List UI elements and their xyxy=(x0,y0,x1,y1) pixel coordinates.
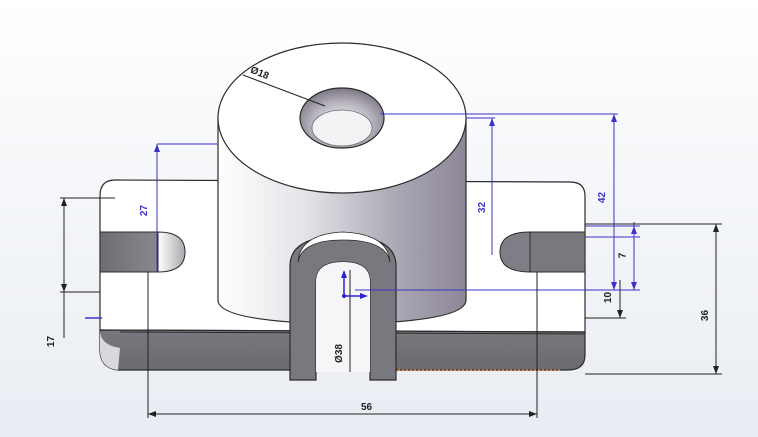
dim-slot-width[interactable]: 7 xyxy=(617,252,629,259)
dim-boss-height[interactable]: 32 xyxy=(477,201,489,214)
dimension-lines xyxy=(156,113,640,291)
dimension-lines-black xyxy=(60,74,722,418)
dimension-arrows xyxy=(154,114,637,290)
right-slot[interactable] xyxy=(499,231,586,273)
dim-slot-depth-left[interactable]: 27 xyxy=(139,204,151,217)
dimension-arrows-black xyxy=(61,198,719,417)
coordinate-triad-icon xyxy=(341,270,368,299)
center-hole[interactable] xyxy=(299,87,385,149)
left-slot[interactable] xyxy=(99,231,186,273)
dim-plate-offset[interactable]: 10 xyxy=(603,291,615,304)
dim-overall-width[interactable]: 56 xyxy=(361,402,373,413)
dim-plate-height-left[interactable]: 17 xyxy=(46,335,58,348)
dim-overall-depth[interactable]: 36 xyxy=(700,309,712,322)
dim-overall-height[interactable]: 42 xyxy=(597,191,609,204)
dim-boss-diameter[interactable]: Ø38 xyxy=(333,344,345,363)
